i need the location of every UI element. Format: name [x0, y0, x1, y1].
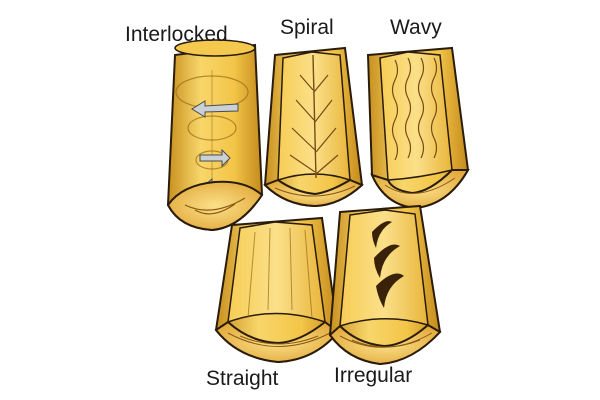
- label-wavy: Wavy: [390, 16, 442, 39]
- rotation-arrow-icon: [199, 148, 231, 168]
- label-spiral: Spiral: [280, 16, 334, 39]
- spiral-wood-piece: [263, 46, 364, 208]
- irregular-wood-piece: [328, 204, 442, 366]
- label-interlocked: Interlocked: [125, 23, 228, 46]
- label-straight: Straight: [206, 367, 279, 390]
- interlocked-wood-piece: [166, 39, 264, 232]
- label-irregular: Irregular: [334, 364, 412, 387]
- straight-wood-piece: [214, 216, 340, 364]
- wavy-wood-piece: [366, 46, 470, 210]
- rotation-arrow-icon: [191, 100, 239, 118]
